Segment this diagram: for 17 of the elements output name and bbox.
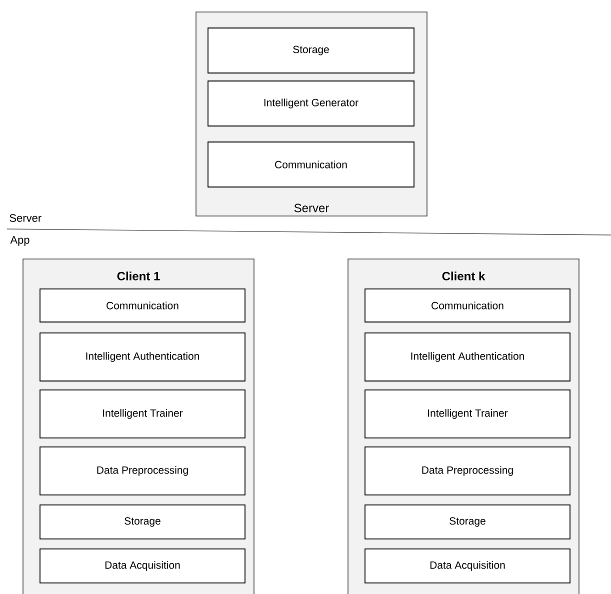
module-box: Communication xyxy=(208,142,414,188)
module-box: Storage xyxy=(40,504,246,540)
module-box: Intelligent Trainer xyxy=(364,390,570,438)
module-box: Data Acquisition xyxy=(364,548,570,584)
module-box: Intelligent Trainer xyxy=(40,390,246,438)
module-box: Storage xyxy=(208,28,414,74)
module-box: Data Preprocessing xyxy=(40,446,246,496)
module-box: Intelligent Generator xyxy=(208,80,414,126)
layer-label: Server xyxy=(10,214,42,222)
module-box: Data Acquisition xyxy=(40,548,246,584)
module-box: Storage xyxy=(364,504,570,540)
module-box: Communication xyxy=(364,288,570,322)
module-box: Intelligent Authentication xyxy=(40,332,246,382)
layer-label: App xyxy=(10,236,30,246)
module-box: Communication xyxy=(40,288,246,322)
module-box: Intelligent Authentication xyxy=(364,332,570,382)
module-box: Data Preprocessing xyxy=(364,446,570,496)
